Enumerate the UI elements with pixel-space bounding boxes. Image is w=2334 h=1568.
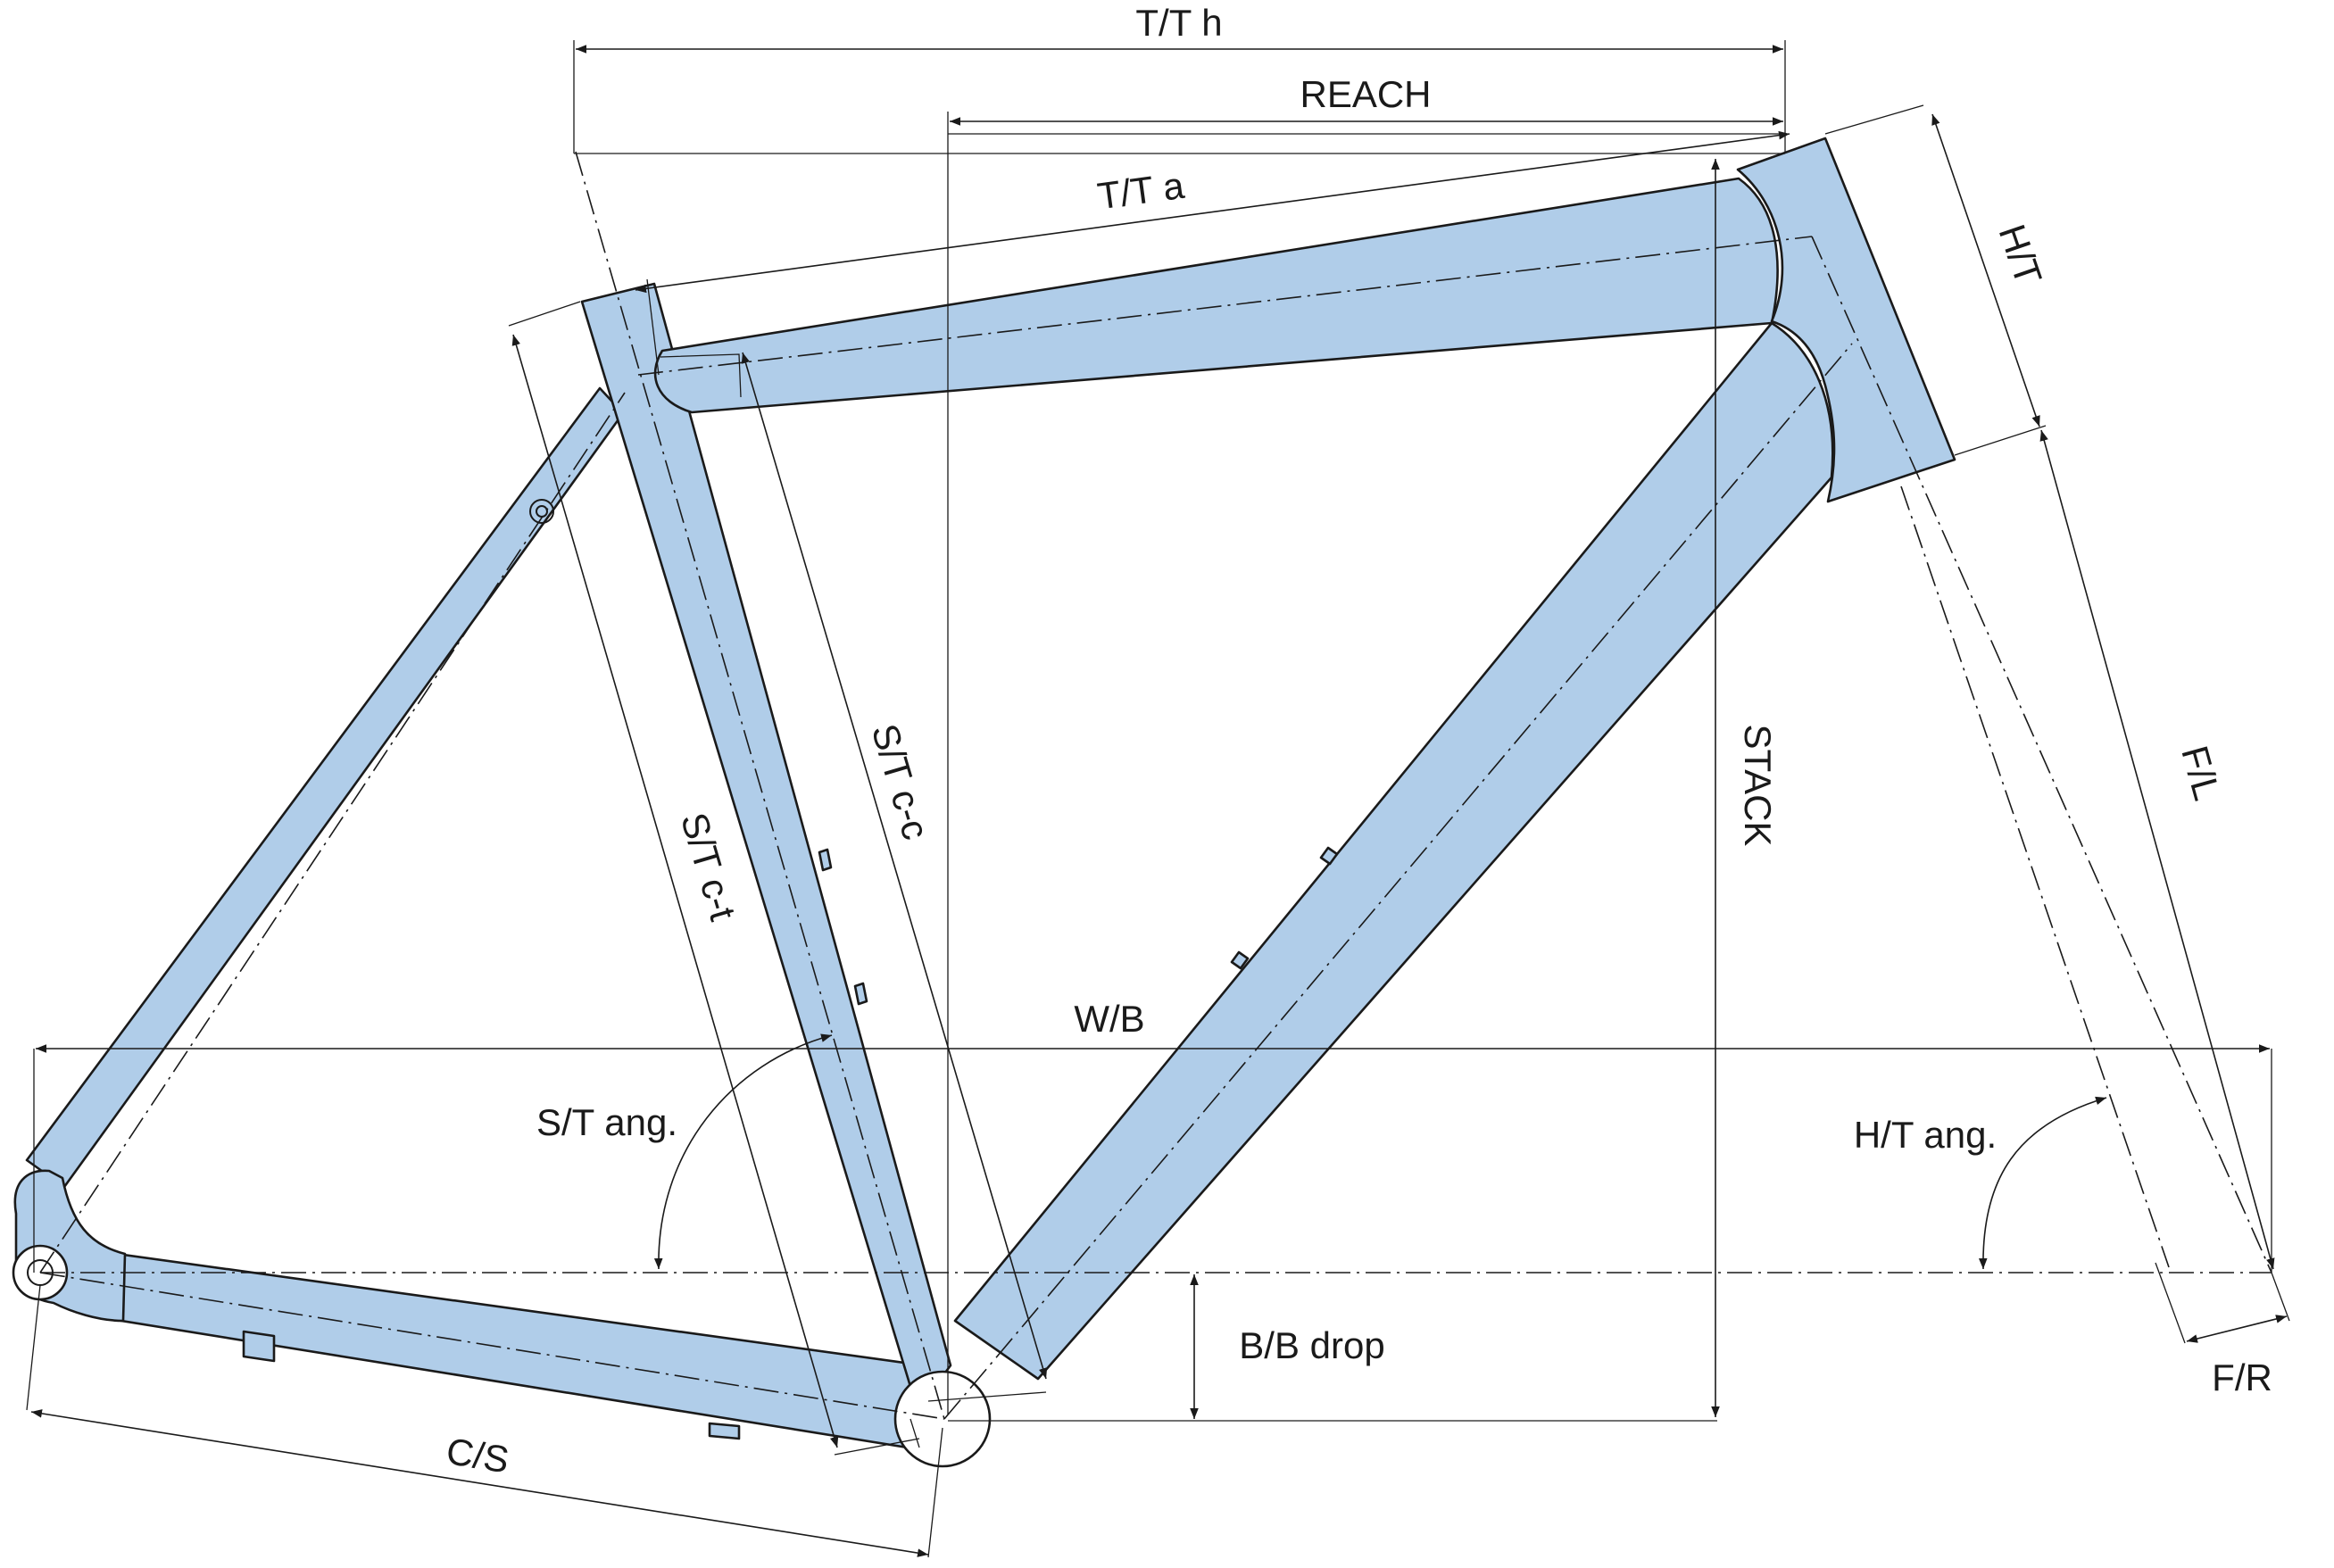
fr-dimension	[2186, 1315, 2288, 1343]
ht-angle-arc	[1978, 1096, 2107, 1270]
down-tube-axis	[943, 343, 1853, 1420]
seat-tube	[580, 282, 952, 1412]
label-ht-ang: H/T ang.	[1854, 1114, 1997, 1156]
seat-stay	[25, 386, 625, 1189]
label-fr: F/R	[2212, 1356, 2272, 1398]
label-tt-a: T/T a	[1095, 164, 1187, 218]
label-st-ang: S/T ang.	[536, 1101, 677, 1143]
tt-a-dimension	[635, 130, 1790, 294]
label-reach: REACH	[1300, 73, 1431, 115]
st-angle-arc	[653, 1033, 833, 1270]
label-tt-h: T/T h	[1135, 2, 1222, 44]
down-tube	[953, 321, 1834, 1381]
chainstay-boss	[242, 1330, 276, 1363]
label-st-ct: S/T c-t	[673, 808, 744, 925]
label-st-cc: S/T c-c	[864, 719, 938, 844]
bottom-bracket	[893, 1370, 992, 1468]
chainstay-boss-2	[708, 1422, 741, 1440]
label-wb: W/B	[1074, 998, 1144, 1040]
label-ht: H/T	[1990, 220, 2049, 290]
label-stack: STACK	[1737, 725, 1779, 847]
frame	[12, 137, 1956, 1468]
seat-stay-axis	[39, 392, 626, 1273]
top-tube	[653, 177, 1779, 414]
cs-dimension	[30, 1409, 929, 1557]
label-bb-drop: B/B drop	[1239, 1324, 1384, 1366]
label-cs: C/S	[444, 1430, 512, 1481]
chain-stay-axis	[39, 1272, 945, 1420]
fl-dimension	[2039, 429, 2275, 1270]
ht-dimension	[1931, 113, 2040, 427]
label-fl: F/L	[2173, 742, 2229, 805]
chain-stay	[83, 1248, 926, 1452]
dimensions	[26, 40, 2290, 1558]
